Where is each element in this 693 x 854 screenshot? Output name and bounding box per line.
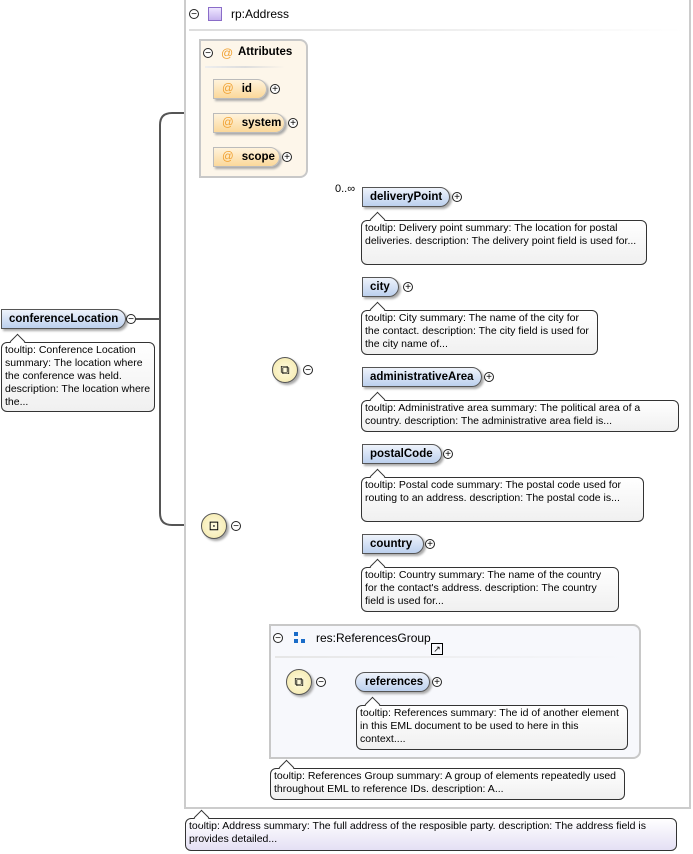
element-postalCode[interactable]: postalCode <box>362 444 442 464</box>
attributes-separator <box>205 66 285 68</box>
expand-system-button[interactable]: + <box>288 118 298 129</box>
expand-scope-button[interactable]: + <box>282 152 292 163</box>
attribute-scope[interactable]: @scope <box>213 147 280 167</box>
element-city[interactable]: city <box>362 277 399 297</box>
deliveryPoint-tooltip: tooltip: Delivery point summary: The loc… <box>361 220 647 265</box>
administrativeArea-tooltip: tooltip: Administrative area summary: Th… <box>361 400 679 432</box>
expand-deliveryPoint-button[interactable]: + <box>452 192 462 203</box>
complex-type-icon <box>208 7 222 21</box>
go-to-definition-icon[interactable]: ↗ <box>431 643 443 655</box>
country-tooltip: tooltip: Country summary: The name of th… <box>361 567 619 612</box>
element-references[interactable]: references <box>355 672 430 692</box>
element-deliveryPoint[interactable]: deliveryPoint <box>362 187 450 207</box>
header-separator <box>189 29 684 31</box>
expand-city-button[interactable]: + <box>403 282 413 293</box>
expand-id-button[interactable]: + <box>270 84 280 95</box>
collapse-root-button[interactable]: − <box>126 314 136 325</box>
city-tooltip: tooltip: City summary: The name of the c… <box>361 310 598 355</box>
sequence-compositor-icon[interactable]: ⊡ <box>201 513 227 539</box>
occurrence-label: 0..∞ <box>335 183 356 195</box>
attributes-title: Attributes <box>238 46 293 58</box>
expand-postalCode-button[interactable]: + <box>443 449 453 460</box>
address-tooltip: tooltip: Address summary: The full addre… <box>185 818 677 851</box>
element-administrativeArea[interactable]: administrativeArea <box>362 367 482 387</box>
address-title: rp:Address <box>231 7 290 21</box>
refgroup-sequence-icon[interactable]: ⧉ <box>286 669 312 695</box>
collapse-refgroup-button[interactable]: − <box>273 633 283 644</box>
collapse-sequence-button[interactable]: − <box>231 521 241 532</box>
references-tooltip: tooltip: References summary: The id of a… <box>356 705 628 750</box>
collapse-address-button[interactable]: − <box>189 9 199 20</box>
attribute-system[interactable]: @system <box>213 113 285 133</box>
choice-compositor-icon[interactable]: ⧉ <box>272 357 298 383</box>
attribute-id[interactable]: @id <box>213 79 267 99</box>
expand-country-button[interactable]: + <box>425 539 435 550</box>
refgroup-separator <box>275 656 625 658</box>
refgroup-title: res:ReferencesGroup <box>316 631 431 645</box>
collapse-attributes-button[interactable]: − <box>203 48 213 59</box>
group-icon <box>294 632 306 644</box>
root-element-conferenceLocation[interactable]: conferenceLocation <box>1 309 126 329</box>
root-tooltip: tooltip: Conference Location summary: Th… <box>1 342 155 412</box>
expand-administrativeArea-button[interactable]: + <box>484 372 494 383</box>
postalCode-tooltip: tooltip: Postal code summary: The postal… <box>361 477 644 522</box>
refgroup-tooltip: tooltip: References Group summary: A gro… <box>270 768 625 800</box>
collapse-refgroup-sequence-button[interactable]: − <box>316 677 326 688</box>
expand-references-button[interactable]: + <box>432 677 442 688</box>
collapse-choice-button[interactable]: − <box>303 365 313 376</box>
attribute-icon: @ <box>221 46 234 60</box>
element-country[interactable]: country <box>362 534 424 554</box>
